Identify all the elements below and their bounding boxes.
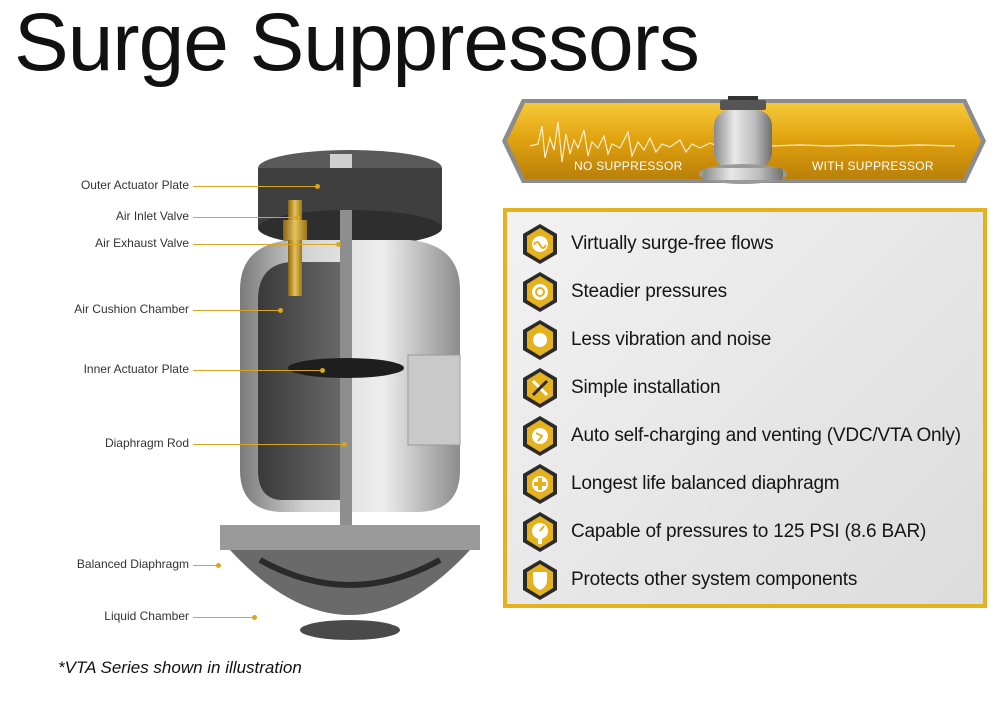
leader-line	[193, 186, 318, 187]
features-panel: Virtually surge-free flows Steadier pres…	[503, 208, 987, 608]
feature-item: Auto self-charging and venting (VDC/VTA …	[521, 414, 981, 458]
leader-dot	[295, 215, 300, 220]
feature-label: Protects other system components	[571, 569, 858, 590]
feature-label: Auto self-charging and venting (VDC/VTA …	[571, 425, 961, 446]
feature-label: Longest life balanced diaphragm	[571, 473, 840, 494]
feature-item: Capable of pressures to 125 PSI (8.6 BAR…	[521, 510, 981, 554]
leader-line	[193, 617, 255, 618]
leader-dot	[336, 242, 341, 247]
feature-label: Capable of pressures to 125 PSI (8.6 BAR…	[571, 521, 927, 542]
with-suppressor-label: WITH SUPPRESSOR	[812, 159, 934, 173]
callout-inner-actuator-plate: Inner Actuator Plate	[83, 362, 189, 376]
callout-diaphragm-rod: Diaphragm Rod	[104, 436, 189, 450]
diaphragm-icon	[523, 464, 557, 504]
leader-line	[193, 310, 281, 311]
leader-dot	[216, 563, 221, 568]
pressure-icon	[523, 272, 557, 312]
callout-liquid-chamber: Liquid Chamber	[104, 609, 189, 623]
leader-dot	[342, 442, 347, 447]
leader-line	[193, 565, 219, 566]
callout-outer-actuator-plate: Outer Actuator Plate	[80, 178, 189, 192]
callout-air-exhaust-valve: Air Exhaust Valve	[95, 236, 189, 250]
leader-dot	[320, 368, 325, 373]
feature-item: Virtually surge-free flows	[521, 222, 981, 266]
vibration-icon	[523, 320, 557, 360]
leader-line	[193, 244, 339, 245]
page-title: Surge Suppressors	[14, 0, 700, 88]
venting-icon	[523, 416, 557, 456]
leader-line	[193, 370, 323, 371]
feature-item: Steadier pressures	[521, 270, 981, 314]
gauge-icon	[523, 512, 557, 552]
feature-label: Simple installation	[571, 377, 721, 398]
leader-line	[193, 444, 345, 445]
footnote: *VTA Series shown in illustration	[58, 658, 302, 677]
feature-label: Less vibration and noise	[571, 329, 772, 350]
banner-graphic	[502, 96, 986, 184]
feature-label: Steadier pressures	[571, 281, 727, 302]
feature-item: Longest life balanced diaphragm	[521, 462, 981, 506]
feature-item: Protects other system components	[521, 558, 981, 602]
surge-icon	[523, 224, 557, 264]
surge-comparison-banner: NO SUPPRESSOR WITH SUPPRESSOR	[500, 96, 988, 186]
callout-balanced-diaphragm: Balanced Diaphragm	[76, 557, 189, 571]
shield-icon	[523, 560, 557, 600]
feature-item: Less vibration and noise	[521, 318, 981, 362]
feature-label: Virtually surge-free flows	[571, 233, 774, 254]
feature-item: Simple installation	[521, 366, 981, 410]
tools-icon	[523, 368, 557, 408]
callout-air-cushion-chamber: Air Cushion Chamber	[74, 302, 189, 316]
leader-dot	[278, 308, 283, 313]
leader-dot	[252, 615, 257, 620]
leader-dot	[315, 184, 320, 189]
callout-air-inlet-valve: Air Inlet Valve	[115, 209, 189, 223]
leader-line	[193, 217, 298, 218]
no-suppressor-label: NO SUPPRESSOR	[574, 159, 683, 173]
